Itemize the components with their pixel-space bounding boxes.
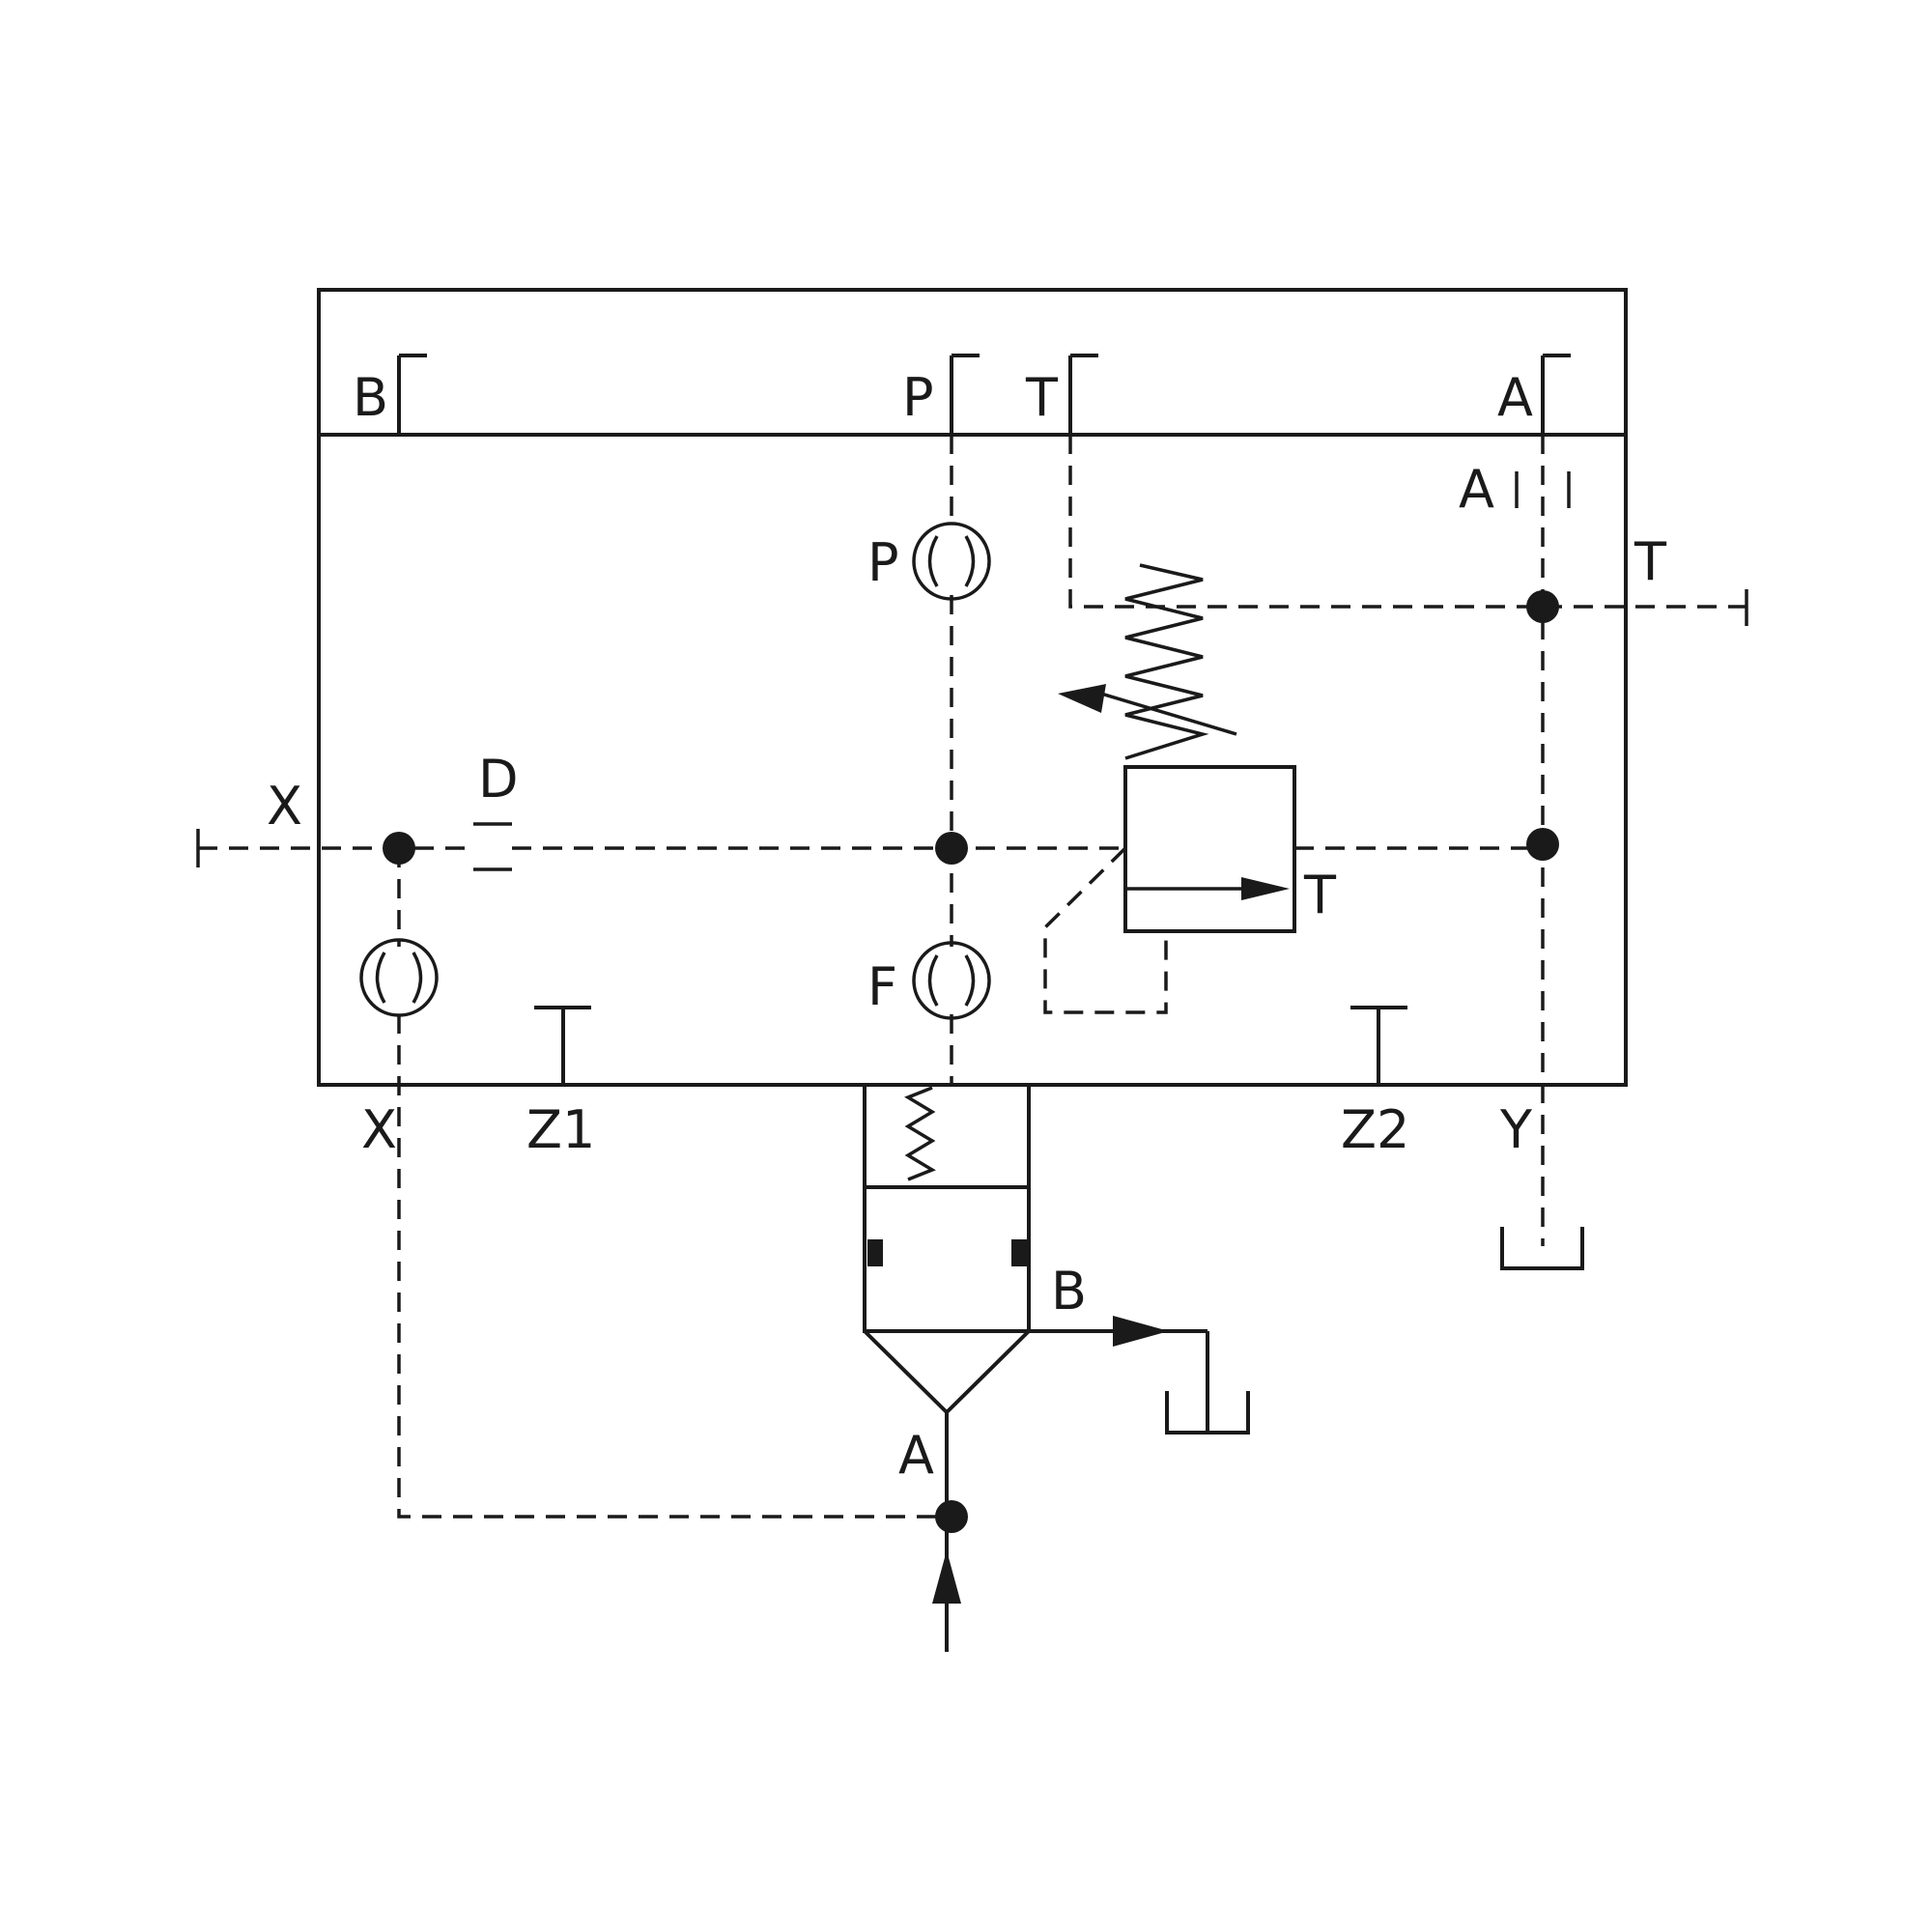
filter-valve xyxy=(863,1083,1250,1652)
label-gauge-f: F xyxy=(867,956,897,1017)
label-port-t-top: T xyxy=(1025,367,1059,428)
pilot-valve-spring-icon xyxy=(1124,563,1209,760)
label-port-t-right: T xyxy=(1634,531,1667,592)
junction-dots xyxy=(383,590,1559,1533)
label-filter-b: B xyxy=(1051,1261,1087,1321)
label-gauge-p: P xyxy=(867,532,899,593)
tank-b-icon xyxy=(1165,1391,1250,1435)
port-t-top xyxy=(1068,354,1098,435)
label-port-x-left: X xyxy=(267,776,302,837)
valve-drain-loop xyxy=(1043,846,1168,1014)
label-port-b-top: B xyxy=(353,367,388,428)
filter-body xyxy=(863,1187,1031,1333)
junction-y xyxy=(1526,828,1559,861)
port-z1-tee xyxy=(534,1006,591,1085)
port-p-top xyxy=(950,354,980,435)
t-line xyxy=(1068,435,1543,609)
inflow-arrow-icon xyxy=(932,1550,961,1604)
label-throttle-d: D xyxy=(478,749,519,810)
label-port-z1: Z1 xyxy=(526,1099,595,1160)
top-ports xyxy=(397,354,1571,435)
diagram-labels: B P T A A T P X D T F X Z1 Z2 Y B A xyxy=(267,367,1667,1486)
junction-p xyxy=(935,832,968,865)
label-port-a-top: A xyxy=(1497,367,1533,428)
label-valve-t: T xyxy=(1303,865,1337,925)
label-port-p-top: P xyxy=(902,367,934,428)
label-port-x-bottom: X xyxy=(361,1099,397,1160)
label-gauge-a: A xyxy=(1459,459,1494,520)
junction-t xyxy=(1526,590,1559,623)
filter-cone xyxy=(863,1329,1031,1415)
x-vert-lower xyxy=(397,1014,952,1519)
filter-spring-icon xyxy=(904,1086,936,1181)
adjust-arrow-icon xyxy=(1058,684,1106,713)
label-port-z2: Z2 xyxy=(1341,1099,1409,1160)
port-b-top xyxy=(397,354,427,435)
throttle-d xyxy=(473,822,512,871)
gauge-f xyxy=(912,941,991,1020)
adjust-arrow-line xyxy=(1100,692,1237,736)
pilot-valve-arrow-icon xyxy=(1241,877,1290,900)
port-a-top xyxy=(1541,354,1571,435)
label-port-y: Y xyxy=(1499,1099,1533,1160)
gauge-x xyxy=(359,938,439,1017)
port-z2-tee xyxy=(1350,1006,1407,1085)
tank-y-icon xyxy=(1500,1227,1584,1270)
junction-a xyxy=(935,1500,968,1533)
gauge-a-marks xyxy=(1515,471,1571,508)
label-filter-a: A xyxy=(898,1425,934,1486)
seal-right-icon xyxy=(1011,1239,1027,1266)
gauge-p xyxy=(912,522,991,601)
pilot-valve-box xyxy=(1123,765,1296,933)
spring-chamber xyxy=(863,1083,1031,1189)
junction-x xyxy=(383,832,415,865)
pilot-valve xyxy=(1058,563,1296,933)
seal-left-icon xyxy=(867,1239,883,1266)
filter-b-arrow-icon xyxy=(1113,1316,1169,1347)
